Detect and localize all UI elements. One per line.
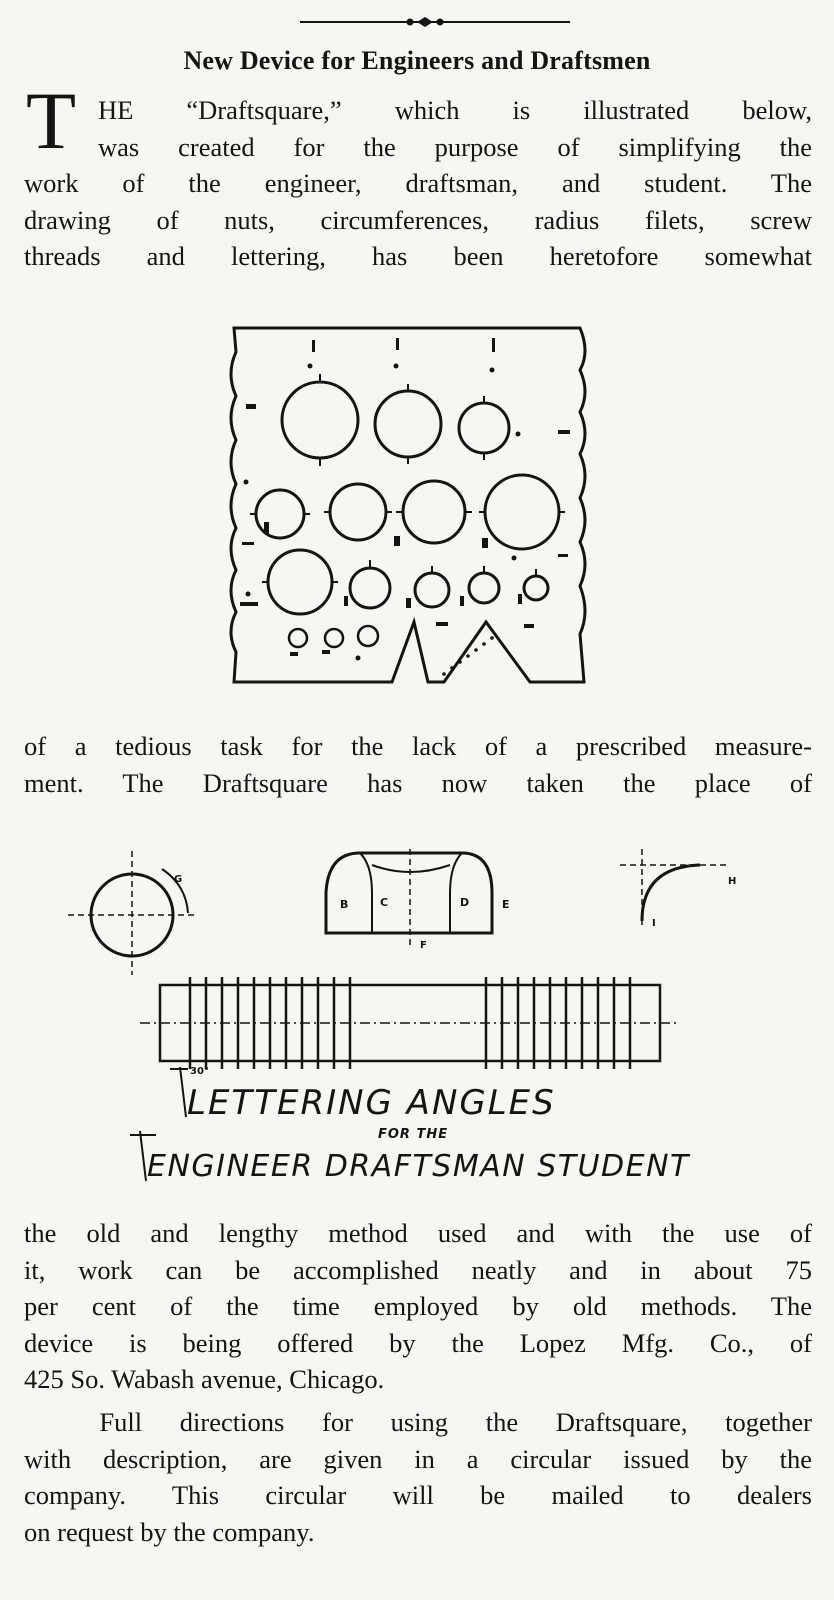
text-line: 425 So. Wabash avenue, Chicago. (24, 1364, 385, 1394)
text-line: work of the engineer, draftsman, and stu… (24, 168, 812, 198)
text-line: threads and lettering, has been heretofo… (24, 241, 812, 271)
label-f: F (420, 940, 427, 951)
text-line: with description, are given in a circula… (24, 1443, 812, 1474)
text-line: per cent of the time employed by old met… (24, 1291, 812, 1321)
lettering-line-3: ENGINEER DRAFTSMAN STUDENT (147, 1149, 690, 1184)
text-line: HE “Draftsquare,” which is illustrated b… (98, 95, 812, 125)
drop-cap: T (26, 75, 77, 166)
text-line: Full directions for using the Draftsquar… (24, 1407, 812, 1437)
label-e: E (502, 898, 510, 911)
label-c: C (380, 896, 389, 909)
text-line: device is being offered by the Lopez Mfg… (24, 1327, 812, 1358)
lettering-line-2: FOR THE (378, 1127, 449, 1142)
text-line: it, work can be accomplished neatly and … (24, 1254, 812, 1285)
text-line: was created for the purpose of simplifyi… (98, 131, 812, 162)
paragraph-3: the old and lengthy method used and with… (24, 1215, 812, 1398)
label-i: I (652, 918, 656, 929)
label-angle: 30° (190, 1066, 209, 1077)
ornament-rule (300, 17, 570, 27)
lettering-line-1: LETTERING ANGLES (187, 1083, 556, 1123)
label-d: D (460, 896, 470, 909)
text-line: ment. The Draftsquare has now taken the … (24, 767, 812, 798)
article-title: New Device for Engineers and Draftsmen (183, 46, 651, 75)
drafting-details-illustration (68, 845, 730, 1182)
paragraph-1-head: HE “Draftsquare,” which is illustrated b… (98, 92, 812, 165)
paragraph-2: of a tedious task for the lack of a pres… (24, 728, 812, 801)
label-h: H (728, 876, 737, 887)
draftsquare-illustration (229, 326, 587, 684)
paragraph-1-body: work of the engineer, draftsman, and stu… (24, 165, 812, 275)
label-b: B (340, 898, 349, 911)
text-line: of a tedious task for the lack of a pres… (24, 731, 812, 761)
text-line: drawing of nuts, circumferences, radius … (24, 204, 812, 235)
text-line: the old and lengthy method used and with… (24, 1218, 812, 1248)
paragraph-4: Full directions for using the Draftsquar… (24, 1404, 812, 1550)
label-g: G (174, 874, 183, 885)
text-line: company. This circular will be mailed to… (24, 1480, 812, 1510)
text-line: on request by the company. (24, 1516, 315, 1547)
